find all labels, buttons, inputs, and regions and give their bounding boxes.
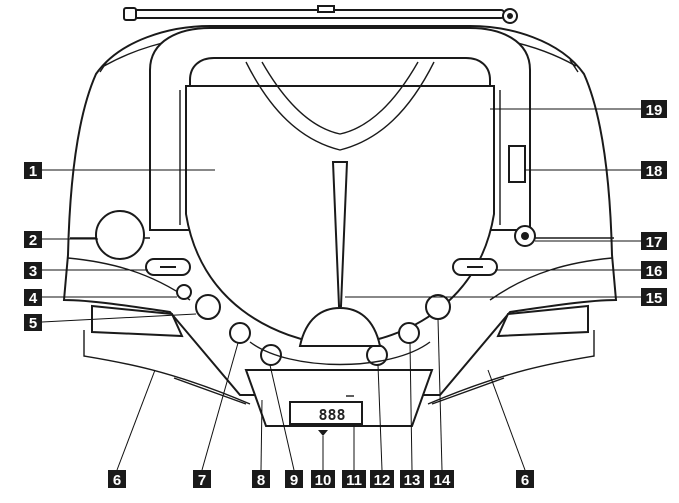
- callout-1: 1: [24, 162, 42, 180]
- svg-text:16: 16: [646, 263, 663, 280]
- svg-text:19: 19: [646, 102, 663, 119]
- callout-14: 14: [430, 470, 454, 489]
- callout-2: 2: [24, 231, 42, 249]
- callout-17: 17: [641, 232, 667, 251]
- button-5[interactable]: [195, 294, 221, 320]
- svg-text:6: 6: [521, 472, 529, 489]
- svg-text:6: 6: [113, 472, 121, 489]
- svg-text:1: 1: [29, 163, 37, 180]
- callout-labels: 1 2 3 4 5 6 7 8: [24, 100, 667, 489]
- switch-right[interactable]: [452, 258, 498, 276]
- svg-text:5: 5: [29, 315, 37, 332]
- callout-19: 19: [641, 100, 667, 119]
- lcd-readout: 888: [318, 406, 345, 424]
- svg-text:12: 12: [374, 472, 391, 489]
- svg-text:17: 17: [646, 234, 663, 251]
- callout-5: 5: [24, 314, 42, 332]
- lcd-display: [289, 401, 363, 425]
- svg-text:2: 2: [29, 232, 37, 249]
- callout-3: 3: [24, 262, 42, 280]
- svg-text:10: 10: [315, 472, 332, 489]
- svg-text:3: 3: [29, 263, 37, 280]
- svg-text:14: 14: [434, 472, 451, 489]
- callout-6-left: 6: [108, 470, 126, 489]
- lid-center-ridge: [331, 161, 349, 307]
- callout-15: 15: [641, 288, 667, 307]
- svg-text:7: 7: [198, 472, 206, 489]
- remote-sensor-icon: [318, 430, 328, 436]
- svg-text:9: 9: [290, 472, 298, 489]
- button-14[interactable]: [425, 294, 451, 320]
- antenna: [123, 5, 518, 24]
- callout-4: 4: [24, 289, 42, 307]
- right-grille: [496, 304, 589, 338]
- svg-text:8: 8: [257, 472, 265, 489]
- button-13[interactable]: [398, 322, 420, 344]
- switch-left[interactable]: [145, 258, 191, 276]
- callout-18: 18: [641, 161, 667, 180]
- callout-11: 11: [342, 470, 366, 489]
- volume-knob[interactable]: [95, 210, 145, 260]
- leader-lines: [41, 108, 641, 471]
- tuning-window: [508, 145, 526, 183]
- boombox-illustration: 888: [62, 5, 618, 436]
- callout-8: 8: [252, 470, 270, 489]
- button-9[interactable]: [260, 344, 282, 366]
- svg-text:18: 18: [646, 163, 663, 180]
- svg-text:15: 15: [646, 290, 663, 307]
- left-grille: [91, 304, 184, 338]
- svg-text:4: 4: [29, 290, 38, 307]
- power-indicator: [176, 284, 192, 300]
- svg-text:13: 13: [404, 472, 421, 489]
- button-7[interactable]: [229, 322, 251, 344]
- callout-6-right: 6: [516, 470, 534, 489]
- callout-9: 9: [285, 470, 303, 489]
- lid-open-button[interactable]: [298, 306, 382, 347]
- svg-text:11: 11: [346, 472, 362, 489]
- callout-16: 16: [641, 261, 667, 280]
- callout-12: 12: [370, 470, 394, 489]
- callout-7: 7: [193, 470, 211, 489]
- callout-13: 13: [400, 470, 424, 489]
- callout-10: 10: [311, 470, 335, 489]
